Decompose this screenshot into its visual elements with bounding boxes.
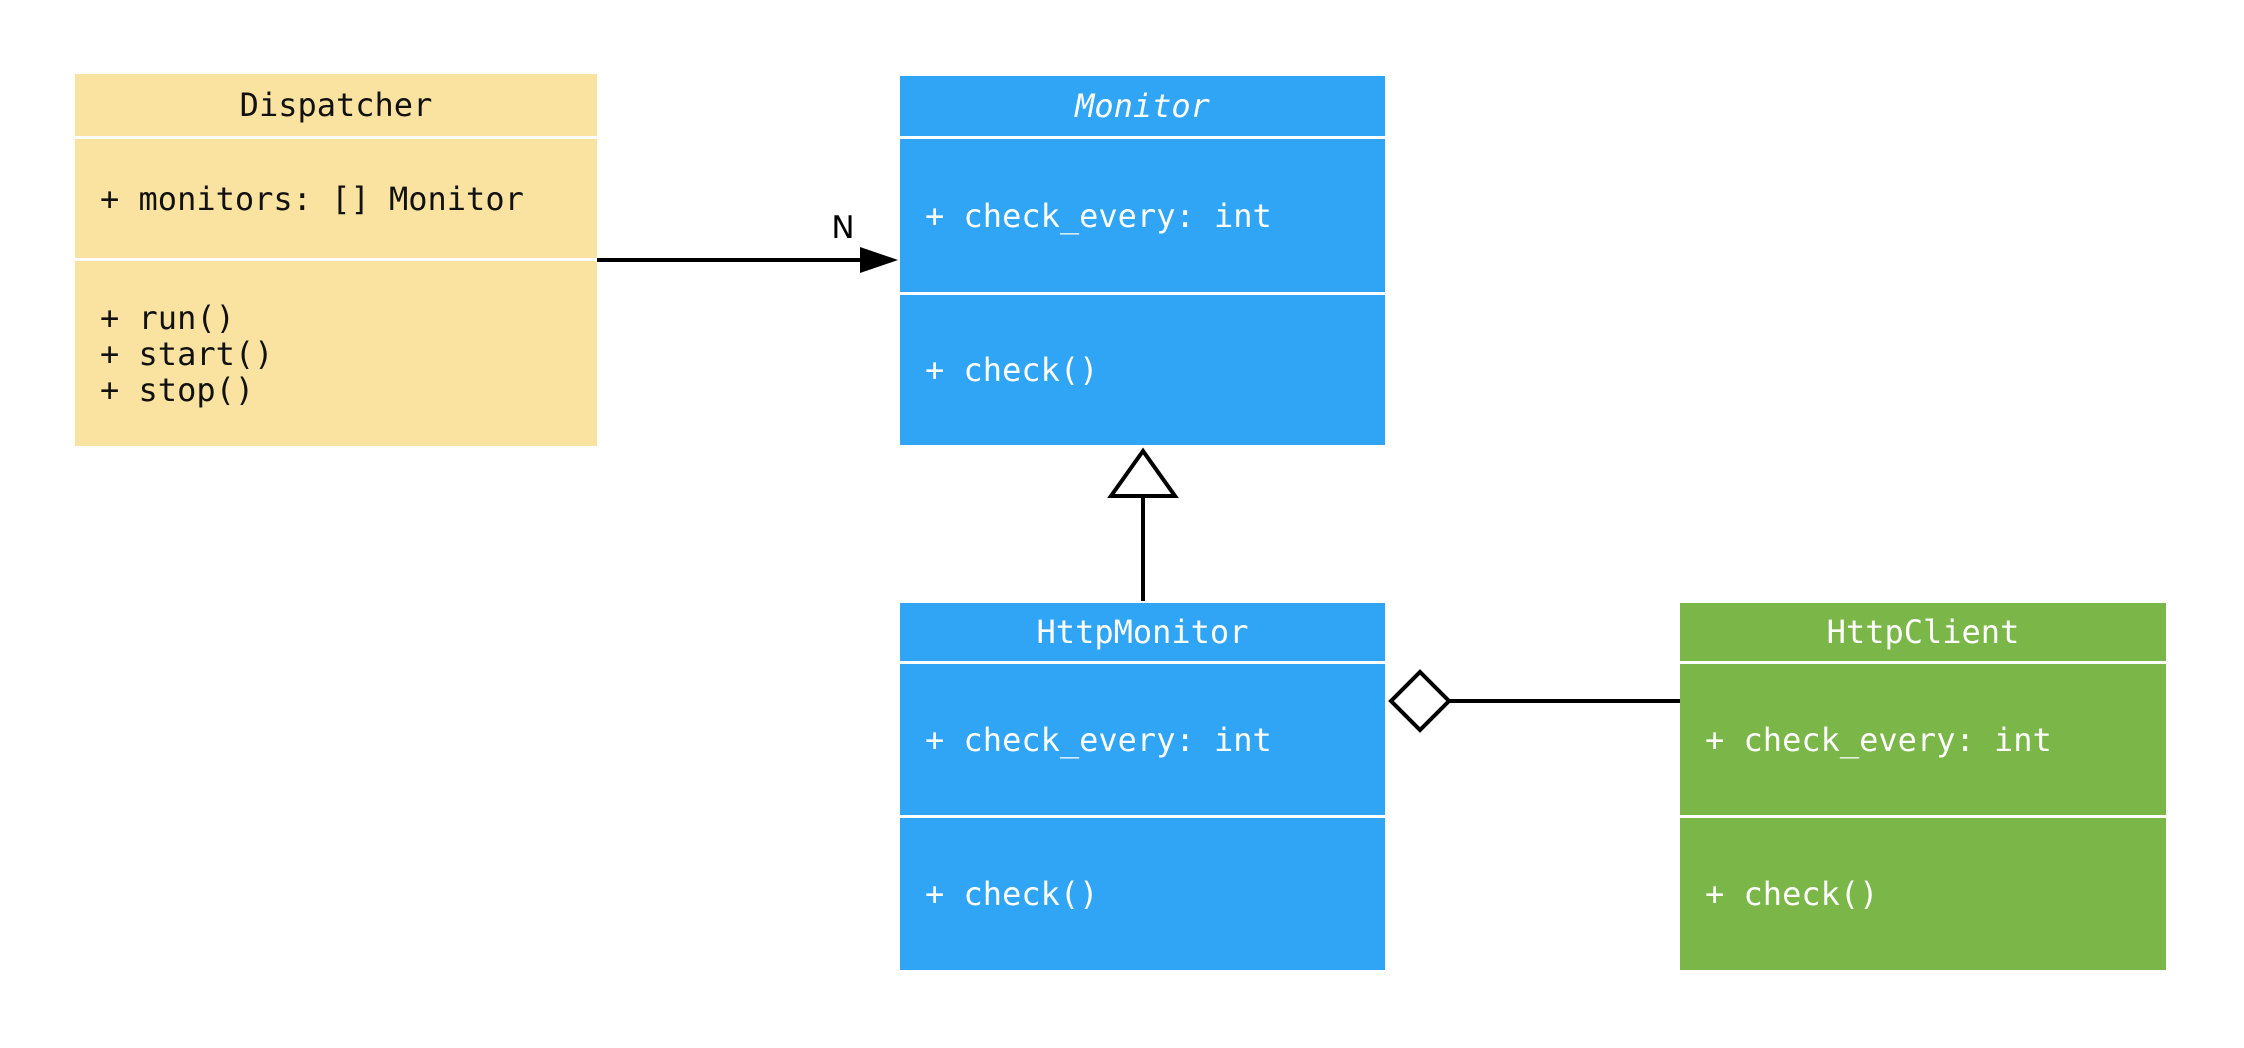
class-box-httpclient: HttpClient + check_every: int + check() bbox=[1680, 603, 2166, 970]
class-box-httpmonitor: HttpMonitor + check_every: int + check() bbox=[900, 603, 1385, 970]
inheritance-triangle-icon bbox=[1107, 447, 1179, 498]
multiplicity-label: N bbox=[831, 210, 855, 246]
inheritance-httpmonitor-monitor bbox=[1107, 447, 1179, 601]
method-line: + run() bbox=[100, 298, 235, 337]
method-line: + check() bbox=[925, 875, 1099, 913]
class-box-dispatcher: Dispatcher + monitors: [] Monitor + run(… bbox=[75, 74, 597, 446]
method-line: + stop() bbox=[100, 370, 255, 409]
class-title: Monitor bbox=[900, 76, 1385, 136]
method-line: + start() bbox=[100, 334, 274, 373]
class-methods: + check() bbox=[900, 818, 1385, 970]
method-line: + check() bbox=[1705, 875, 1879, 913]
aggregation-diamond-icon bbox=[1388, 669, 1452, 733]
class-methods: + check() bbox=[900, 295, 1385, 445]
class-title: HttpClient bbox=[1680, 603, 2166, 661]
class-attributes: + check_every: int bbox=[900, 139, 1385, 292]
class-methods: + run() + start() + stop() bbox=[75, 261, 597, 446]
association-arrowhead-icon bbox=[860, 247, 898, 273]
attribute-line: + monitors: [] Monitor bbox=[100, 179, 524, 218]
class-title: HttpMonitor bbox=[900, 603, 1385, 661]
class-title: Dispatcher bbox=[75, 74, 597, 136]
class-methods: + check() bbox=[1680, 818, 2166, 970]
class-box-monitor: Monitor + check_every: int + check() bbox=[900, 76, 1385, 445]
class-attributes: + check_every: int bbox=[1680, 664, 2166, 815]
method-line: + check() bbox=[925, 351, 1099, 389]
class-attributes: + check_every: int bbox=[900, 664, 1385, 815]
aggregation-httpmonitor-httpclient bbox=[1388, 669, 1680, 733]
attribute-line: + check_every: int bbox=[1705, 720, 2052, 759]
class-attributes: + monitors: [] Monitor bbox=[75, 139, 597, 258]
association-dispatcher-monitor bbox=[597, 247, 898, 273]
attribute-line: + check_every: int bbox=[925, 720, 1272, 759]
attribute-line: + check_every: int bbox=[925, 196, 1272, 235]
